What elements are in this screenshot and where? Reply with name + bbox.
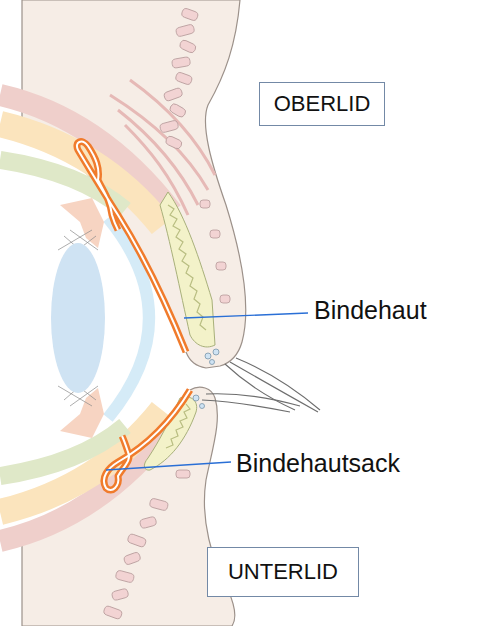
part-label: Bindehaut [314, 296, 427, 325]
region-box: UNTERLID [207, 547, 359, 597]
eyelashes [202, 358, 320, 412]
leader-line [106, 462, 231, 470]
part-label: Bindehautsack [236, 449, 400, 478]
muscle-fibres [110, 80, 215, 215]
cornea [108, 218, 149, 418]
meibomian-gland [168, 205, 206, 330]
region-name: UNTERLID [228, 559, 338, 585]
upper-tarsus [160, 192, 215, 347]
iris [60, 388, 104, 438]
margin-glands [193, 349, 219, 409]
orbicularis [103, 470, 190, 620]
iris [60, 198, 104, 248]
conjunctiva [77, 142, 190, 490]
region-name: OBERLID [274, 91, 371, 117]
region-box: OBERLID [259, 82, 385, 126]
leader-line [184, 313, 308, 318]
lens [51, 243, 105, 393]
